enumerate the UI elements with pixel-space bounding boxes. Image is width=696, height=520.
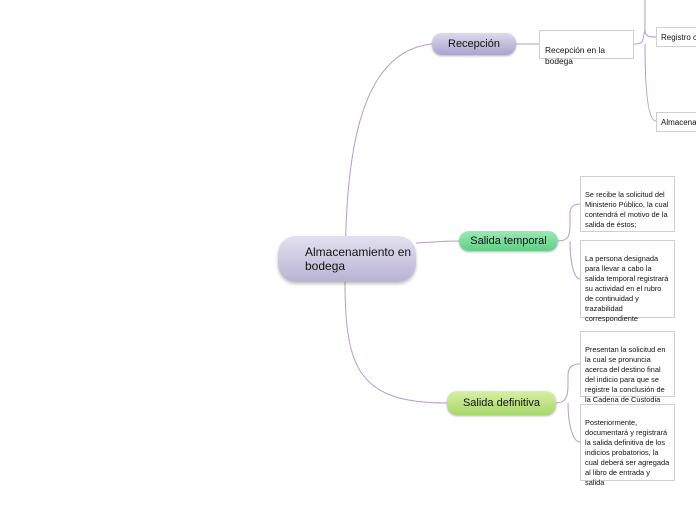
subtopic-temporal-solicitud-text: Se recibe la solicitud del Ministerio Pú… (585, 190, 669, 229)
subtopic-almacenamiento[interactable]: Almacena (656, 112, 696, 132)
topic-salida-definitiva-label: Salida definitiva (462, 397, 541, 409)
topic-salida-temporal[interactable]: Salida temporal (459, 231, 558, 251)
subtopic-temporal-registro[interactable]: La persona designada para llevar a cabo … (580, 240, 675, 323)
subtopic-registro[interactable]: Registro c (656, 27, 696, 47)
central-topic[interactable]: Almacenamiento en bodega (278, 236, 416, 282)
link-definitiva-items (555, 363, 581, 443)
topic-salida-temporal-label: Salida temporal (470, 235, 547, 247)
subtopic-temporal-registro-text: La persona designada para llevar a cabo … (585, 254, 669, 323)
subtopic-temporal-solicitud[interactable]: Se recibe la solicitud del Ministerio Pú… (580, 176, 675, 232)
link-temporal-items (557, 203, 581, 280)
subtopic-recepcion-en-bodega-label: Recepción en la bodega (545, 45, 606, 66)
link-central-salida-definitiva (344, 281, 448, 404)
subtopic-almacenamiento-label: Almacena (661, 118, 696, 127)
topic-salida-definitiva[interactable]: Salida definitiva (447, 391, 556, 415)
link-central-salida-temporal (415, 240, 460, 244)
subtopic-definitiva-solicitud-text: Presentan la solicitud en la cual se pro… (585, 345, 666, 404)
link-recepcion-bracket (633, 0, 657, 122)
subtopic-definitiva-registro-text: Posteriormente, documentará y registrará… (585, 418, 670, 487)
subtopic-definitiva-solicitud[interactable]: Presentan la solicitud en la cual se pro… (580, 331, 675, 404)
topic-recepcion[interactable]: Recepción (432, 33, 516, 55)
central-topic-label: Almacenamiento en bodega (305, 245, 412, 273)
subtopic-definitiva-registro[interactable]: Posteriormente, documentará y registrará… (580, 404, 675, 487)
topic-recepcion-label: Recepción (448, 38, 500, 50)
subtopic-registro-label: Registro c (661, 33, 696, 42)
subtopic-recepcion-en-bodega[interactable]: Recepción en la bodega (539, 30, 634, 66)
